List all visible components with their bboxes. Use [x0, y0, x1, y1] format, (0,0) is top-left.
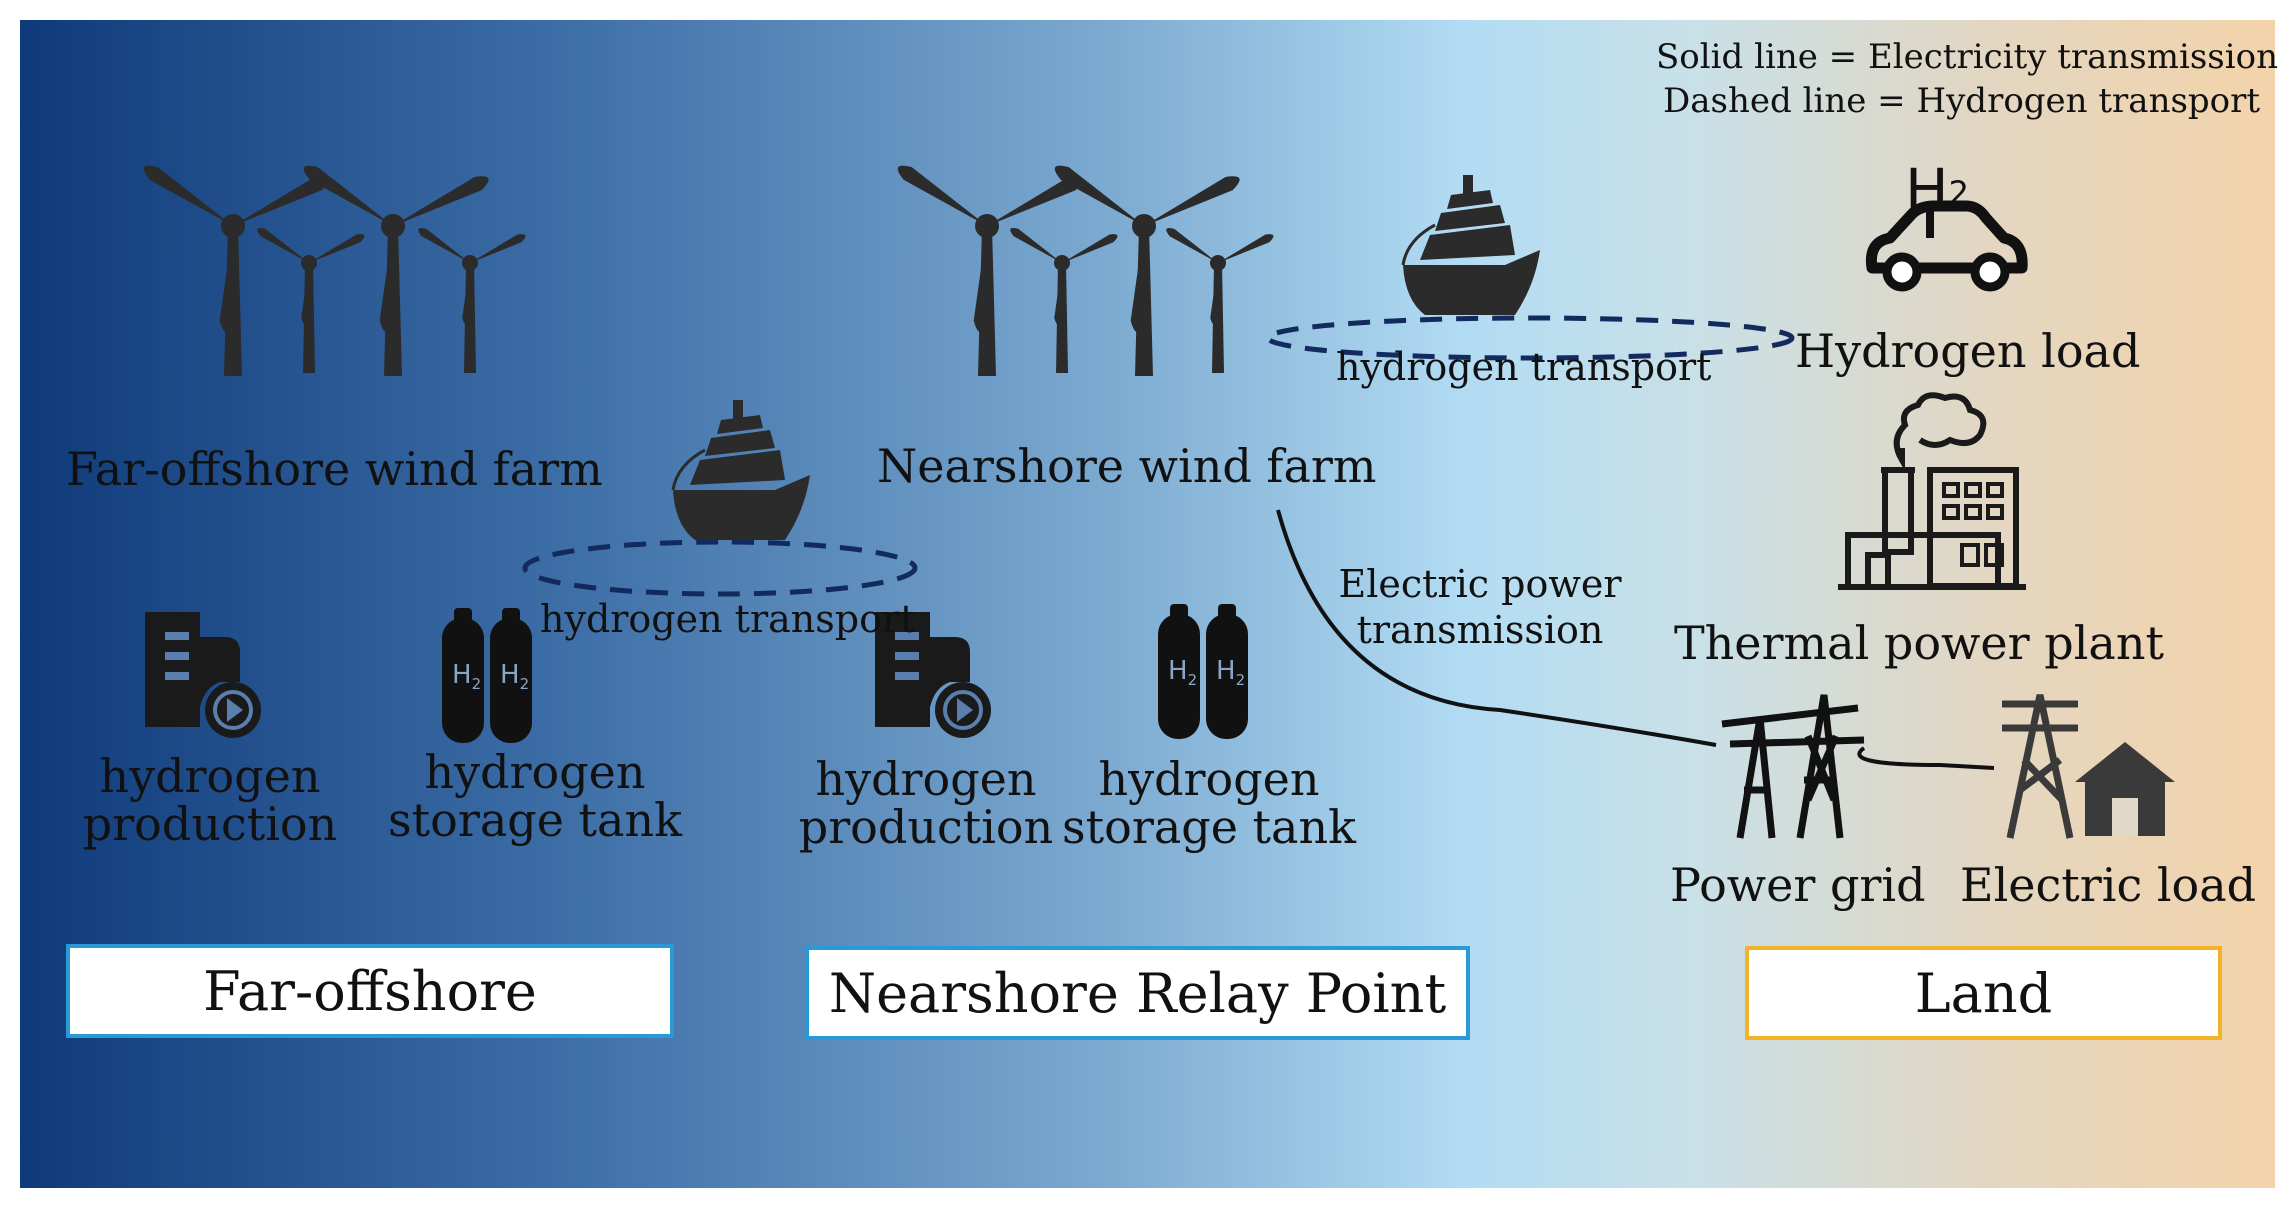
legend-dashed-line: Dashed line = Hydrogen transport [1663, 81, 2261, 121]
house-icon [2075, 742, 2175, 836]
far-production-line-2: production [82, 797, 338, 852]
electric-line-2: transmission [1356, 607, 1604, 652]
far-storage-line-1: hydrogen [424, 745, 646, 799]
far-hydrogen-production-label: hydrogen production [80, 752, 340, 849]
hydrogen-load-label: Hydrogen load [1795, 324, 2141, 378]
thermal-power-plant-icon [1838, 392, 2026, 590]
far-offshore-zone-box: Far-offshore [66, 944, 674, 1038]
far-offshore-wind-farm-label: Far-offshore wind farm [66, 442, 603, 496]
nearshore-relay-point-zone-box: Nearshore Relay Point [805, 946, 1470, 1040]
far-tank-sub-2: 2 [520, 675, 530, 693]
far-tank-h-1: H [452, 660, 472, 690]
far-tank-h2-label-1: H2 [452, 660, 481, 693]
nearshore-turbines-icon [845, 89, 1277, 376]
land-zone-box: Land [1745, 946, 2222, 1040]
far-offshore-turbines-icon [91, 89, 529, 376]
electric-transmission-line [1276, 509, 1717, 747]
electric-load-label: Electric load [1960, 858, 2257, 912]
hydrogen-car-icon: H2 [1865, 156, 2028, 292]
far-production-line-1: hydrogen [99, 749, 321, 803]
far-hydrogen-storage-label: hydrogen storage tank [380, 748, 690, 845]
near-tank-h2-label-2: H2 [1216, 656, 1245, 689]
near-production-line-1: hydrogen [815, 752, 1037, 806]
far-hydrogen-transport-label: hydrogen transport [540, 597, 916, 641]
far-storage-line-2: storage tank [388, 793, 682, 848]
far-tank-h2-label-2: H2 [500, 660, 529, 693]
grid-to-load-line [1857, 746, 1995, 770]
far-tank-sub-1: 2 [472, 675, 482, 693]
near-tank-sub-1: 2 [1188, 671, 1198, 689]
electric-line-1: Electric power [1338, 562, 1622, 606]
legend-solid-line: Solid line = Electricity transmission [1656, 37, 2278, 77]
near-hydrogen-transport-label: hydrogen transport [1336, 345, 1712, 389]
electric-transmission-label: Electric power transmission [1330, 562, 1630, 653]
far-hydrogen-transport-dashed-line [522, 539, 918, 597]
near-hydrogen-transport-dashed-line [1265, 315, 1795, 361]
power-grid-label: Power grid [1670, 858, 1926, 912]
near-storage-line-2: storage tank [1062, 800, 1356, 855]
far-hydrogen-production-icon [143, 610, 263, 740]
near-storage-line-1: hydrogen [1098, 752, 1320, 806]
power-grid-icon [1721, 694, 1865, 839]
near-tank-h-1: H [1168, 656, 1188, 686]
near-tank-h2-label-1: H2 [1168, 656, 1197, 689]
far-ship-icon [671, 398, 812, 542]
near-ship-icon [1401, 173, 1542, 317]
near-tank-sub-2: 2 [1236, 671, 1246, 689]
electric-load-icon [2002, 694, 2078, 839]
near-production-line-2: production [798, 800, 1054, 855]
far-tank-h-2: H [500, 660, 520, 690]
thermal-power-plant-label: Thermal power plant [1674, 616, 2164, 670]
near-hydrogen-production-label: hydrogen production [796, 755, 1056, 852]
near-tank-h-2: H [1216, 656, 1236, 686]
nearshore-wind-farm-label: Nearshore wind farm [877, 439, 1377, 493]
near-hydrogen-storage-label: hydrogen storage tank [1054, 755, 1364, 852]
